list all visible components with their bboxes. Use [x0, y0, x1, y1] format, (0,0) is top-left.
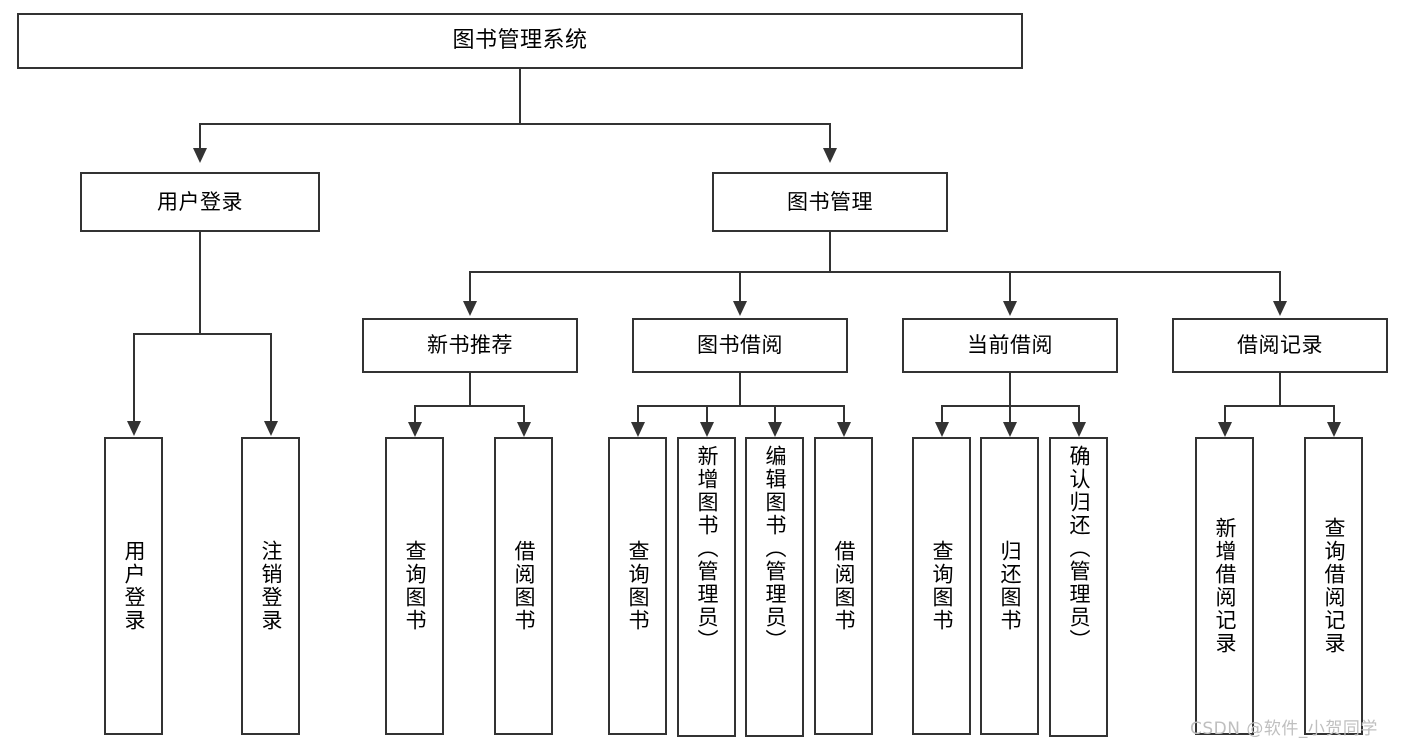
arrow-leaf-br-add: [1218, 422, 1232, 437]
leaf-label: 查询借阅记录: [1321, 517, 1346, 655]
leaf-br-query-record[interactable]: 查询借阅记录: [1304, 437, 1363, 735]
arrow-lvl2-current-borrow: [1003, 301, 1017, 316]
connector-book-manage-stem: [829, 232, 831, 272]
connector-borrow-record-stem: [1279, 373, 1281, 406]
connector-to-book-manage: [829, 123, 831, 148]
connector-user-login-bus: [133, 333, 271, 335]
connector-lvl2-drop-4: [1279, 271, 1281, 301]
connector-book-borrow-stem: [739, 373, 741, 406]
connector-new-book-stem: [469, 373, 471, 406]
node-new-book-recommend[interactable]: 新书推荐: [362, 318, 578, 373]
connector-lvl2-drop-2: [739, 271, 741, 301]
leaf-label: 查询图书: [625, 540, 650, 632]
node-label: 图书管理: [787, 189, 873, 214]
connector-bb-drop-1: [637, 405, 639, 422]
connector-root-stem: [519, 69, 521, 124]
arrow-leaf-br-query: [1327, 422, 1341, 437]
connector-book-borrow-bus: [637, 405, 844, 407]
connector-to-user-login: [199, 123, 201, 148]
leaf-label: 新增借阅记录: [1212, 517, 1237, 655]
leaf-br-add-record[interactable]: 新增借阅记录: [1195, 437, 1254, 735]
connector-br-drop-1: [1224, 405, 1226, 422]
connector-new-book-drop-1: [414, 405, 416, 422]
leaf-logout[interactable]: 注销登录: [241, 437, 300, 735]
connector-book-manage-bus: [469, 271, 1281, 273]
arrow-leaf-cb-confirm: [1072, 422, 1086, 437]
leaf-bb-borrow-book[interactable]: 借阅图书: [814, 437, 873, 735]
arrow-lvl2-new-book: [463, 301, 477, 316]
leaf-label: 查询图书: [402, 540, 427, 632]
node-label: 图书管理系统: [452, 28, 588, 53]
arrow-lvl2-book-borrow: [733, 301, 747, 316]
leaf-bb-query-book[interactable]: 查询图书: [608, 437, 667, 735]
connector-br-drop-2: [1333, 405, 1335, 422]
leaf-cb-query-book[interactable]: 查询图书: [912, 437, 971, 735]
arrow-leaf-bb-query: [631, 422, 645, 437]
arrow-leaf-nb-query: [408, 422, 422, 437]
arrow-leaf-nb-borrow: [517, 422, 531, 437]
leaf-label: 编辑图书（管理员）: [762, 445, 787, 652]
node-label: 当前借阅: [967, 333, 1053, 357]
arrow-to-book-manage: [823, 148, 837, 163]
leaf-label: 借阅图书: [831, 540, 856, 632]
connector-bb-drop-2: [706, 405, 708, 422]
connector-user-login-drop-2: [270, 333, 272, 421]
connector-root-bus: [199, 123, 831, 125]
leaf-label: 注销登录: [258, 540, 283, 632]
arrow-lvl2-borrow-record: [1273, 301, 1287, 316]
node-user-login[interactable]: 用户登录: [80, 172, 320, 232]
node-label: 新书推荐: [427, 333, 513, 357]
leaf-cb-return-book[interactable]: 归还图书: [980, 437, 1039, 735]
connector-new-book-bus: [414, 405, 524, 407]
leaf-nb-borrow-book[interactable]: 借阅图书: [494, 437, 553, 735]
connector-user-login-drop-1: [133, 333, 135, 421]
node-book-manage[interactable]: 图书管理: [712, 172, 948, 232]
leaf-label: 借阅图书: [511, 540, 536, 632]
leaf-label: 归还图书: [997, 540, 1022, 632]
connector-user-login-stem: [199, 232, 201, 334]
arrow-leaf-bb-borrow: [837, 422, 851, 437]
csdn-watermark: CSDN @软件_小贺同学: [1190, 719, 1378, 739]
node-label: 借阅记录: [1237, 333, 1323, 357]
node-label: 用户登录: [157, 189, 243, 214]
connector-lvl2-drop-3: [1009, 271, 1011, 301]
leaf-bb-edit-book-admin[interactable]: 编辑图书（管理员）: [745, 437, 804, 737]
node-current-borrow[interactable]: 当前借阅: [902, 318, 1118, 373]
node-label: 图书借阅: [697, 333, 783, 357]
leaf-label: 新增图书（管理员）: [694, 445, 719, 652]
connector-cb-drop-3: [1078, 405, 1080, 422]
connector-cb-drop-1: [941, 405, 943, 422]
arrow-leaf-bb-edit: [768, 422, 782, 437]
connector-current-borrow-stem: [1009, 373, 1011, 406]
connector-bb-drop-3: [774, 405, 776, 422]
leaf-bb-add-book-admin[interactable]: 新增图书（管理员）: [677, 437, 736, 737]
arrow-leaf-user-login: [127, 421, 141, 436]
node-root-system[interactable]: 图书管理系统: [17, 13, 1023, 69]
connector-borrow-record-bus: [1224, 405, 1334, 407]
node-borrow-record[interactable]: 借阅记录: [1172, 318, 1388, 373]
arrow-leaf-cb-query: [935, 422, 949, 437]
connector-bb-drop-4: [843, 405, 845, 422]
leaf-label: 确认归还（管理员）: [1066, 445, 1091, 652]
arrow-to-user-login: [193, 148, 207, 163]
leaf-label: 查询图书: [929, 540, 954, 632]
arrow-leaf-cb-return: [1003, 422, 1017, 437]
connector-new-book-drop-2: [523, 405, 525, 422]
leaf-nb-query-book[interactable]: 查询图书: [385, 437, 444, 735]
leaf-label: 用户登录: [121, 540, 146, 632]
connector-cb-drop-2: [1009, 405, 1011, 422]
arrow-leaf-bb-add: [700, 422, 714, 437]
leaf-user-login[interactable]: 用户登录: [104, 437, 163, 735]
node-book-borrow[interactable]: 图书借阅: [632, 318, 848, 373]
arrow-leaf-logout: [264, 421, 278, 436]
connector-lvl2-drop-1: [469, 271, 471, 301]
leaf-cb-confirm-return-admin[interactable]: 确认归还（管理员）: [1049, 437, 1108, 737]
